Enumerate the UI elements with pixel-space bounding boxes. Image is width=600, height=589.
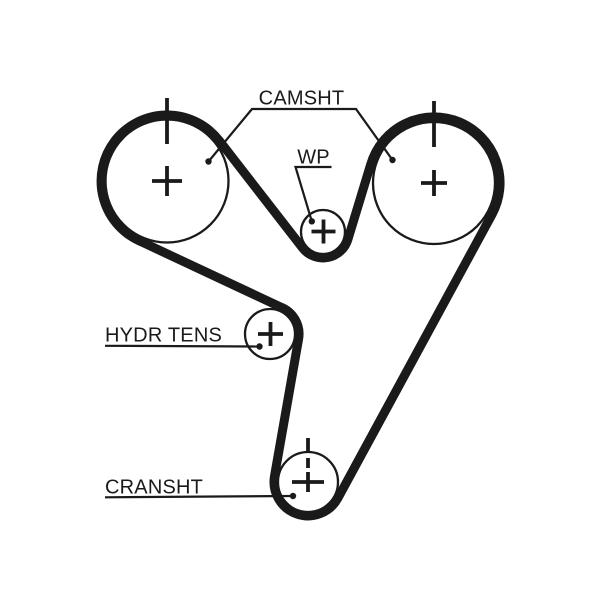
crankshaft-label: CRANSHT (105, 477, 203, 499)
water-pump-label: WP (297, 147, 330, 169)
crankshaft-leader (104, 492, 297, 500)
camshaft-leader-dot-right (389, 156, 396, 164)
timing-belt (96, 110, 505, 521)
crankshaft-leader-dot (289, 492, 297, 500)
crankshaft-cross (292, 472, 324, 492)
hydraulic-tensioner-label: HYDR TENS (105, 325, 222, 347)
tensioner-cross (258, 322, 283, 346)
camshaft-right-cross (421, 170, 447, 196)
camshaft-leader (205, 107, 396, 165)
camshaft-left-cross (152, 166, 182, 196)
camshaft-label: CAMSHT (259, 88, 345, 110)
water-pump-cross (311, 219, 336, 244)
camshaft-leader-dot-left (205, 158, 212, 165)
tensioner-leader-dot (256, 343, 263, 350)
water-pump-leader (294, 165, 332, 225)
water-pump-leader-dot (308, 218, 315, 225)
tensioner-leader (104, 343, 263, 350)
